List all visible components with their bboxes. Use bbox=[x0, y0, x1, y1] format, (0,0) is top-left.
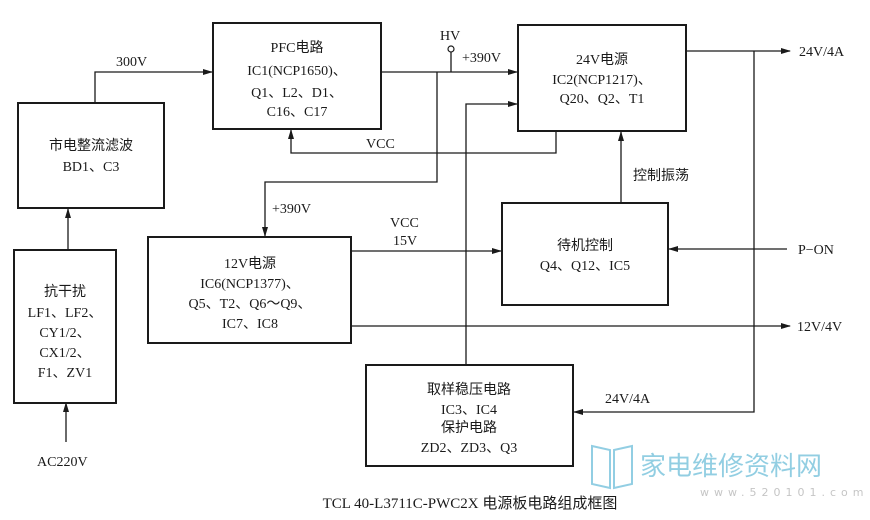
line-feedback-to-24v bbox=[465, 101, 518, 365]
watermark-logo: 家电维修资料网 www.520101.com bbox=[591, 444, 868, 499]
label-hv: HV bbox=[440, 29, 460, 44]
line-24v-feedback bbox=[573, 51, 755, 415]
psu24-line: Q20、Q2、T1 bbox=[560, 92, 645, 107]
label-ac220v: AC220V bbox=[37, 455, 88, 470]
label-24v-out: 24V/4A bbox=[799, 45, 845, 60]
sampling-title: 取样稳压电路 bbox=[427, 382, 511, 398]
diagram-caption: TCL 40-L3711C-PWC2X 电源板电路组成框图 bbox=[323, 494, 618, 512]
psu12-line: IC7、IC8 bbox=[222, 317, 278, 332]
label-p-on: P−ON bbox=[798, 243, 834, 258]
psu12-title: 12V电源 bbox=[224, 256, 276, 272]
psu-12v-block: 12V电源 IC6(NCP1377)、 Q5、T2、Q6～Q9、 IC7、IC8 bbox=[147, 236, 352, 344]
rectifier-title: 市电整流滤波 bbox=[49, 137, 133, 154]
pfc-line: IC1(NCP1650)、 bbox=[247, 64, 347, 79]
hv-terminal-icon bbox=[447, 45, 455, 53]
psu24-title: 24V电源 bbox=[576, 52, 628, 68]
label-390v-mid: +390V bbox=[272, 202, 311, 217]
psu12-line: Q5、T2、Q6～Q9、 bbox=[189, 297, 312, 312]
label-12v-out: 12V/4V bbox=[797, 320, 842, 335]
emi-line: CY1/2、 bbox=[39, 326, 90, 341]
watermark-name: 家电维修资料网 bbox=[640, 452, 822, 482]
emi-line: F1、ZV1 bbox=[38, 366, 92, 381]
standby-title: 待机控制 bbox=[557, 238, 613, 254]
label-osc-control: 控制振荡 bbox=[633, 168, 689, 184]
pfc-line: C16、C17 bbox=[267, 105, 328, 120]
watermark-url: www.520101.com bbox=[700, 486, 868, 499]
rectifier-block: 市电整流滤波 BD1、C3 bbox=[17, 102, 165, 209]
emi-title: 抗干扰 bbox=[44, 284, 86, 300]
line-300v bbox=[94, 69, 213, 103]
label-300v: 300V bbox=[116, 55, 147, 70]
standby-line: Q4、Q12、IC5 bbox=[540, 259, 630, 274]
label-vcc15-vcc: VCC bbox=[390, 216, 419, 231]
sampling-line: 保护电路 bbox=[441, 420, 497, 436]
pfc-block: PFC电路 IC1(NCP1650)、 Q1、L2、D1、 C16、C17 bbox=[212, 22, 382, 130]
sampling-block: 取样稳压电路 IC3、IC4 保护电路 ZD2、ZD3、Q3 bbox=[365, 364, 574, 467]
label-390v-top: +390V bbox=[462, 51, 501, 66]
label-vcc: VCC bbox=[366, 137, 395, 152]
label-vcc15-15v: 15V bbox=[393, 234, 417, 249]
sampling-line: IC3、IC4 bbox=[441, 403, 497, 418]
pfc-line: Q1、L2、D1、 bbox=[251, 86, 343, 101]
psu12-line: IC6(NCP1377)、 bbox=[200, 277, 300, 292]
rectifier-line: BD1、C3 bbox=[63, 160, 120, 175]
book-icon bbox=[591, 444, 633, 490]
emi-block: 抗干扰 LF1、LF2、 CY1/2、 CX1/2、 F1、ZV1 bbox=[13, 249, 117, 404]
label-24v-feedback: 24V/4A bbox=[605, 392, 651, 407]
line-vcc-to-pfc bbox=[288, 129, 557, 154]
sampling-line: ZD2、ZD3、Q3 bbox=[421, 441, 517, 456]
psu24-line: IC2(NCP1217)、 bbox=[552, 73, 652, 88]
emi-line: LF1、LF2、 bbox=[28, 306, 103, 321]
pfc-title: PFC电路 bbox=[271, 40, 324, 56]
psu-24v-block: 24V电源 IC2(NCP1217)、 Q20、Q2、T1 bbox=[517, 24, 687, 132]
emi-line: CX1/2、 bbox=[39, 346, 90, 361]
line-390v-to-12v bbox=[262, 72, 438, 237]
standby-block: 待机控制 Q4、Q12、IC5 bbox=[501, 202, 669, 306]
